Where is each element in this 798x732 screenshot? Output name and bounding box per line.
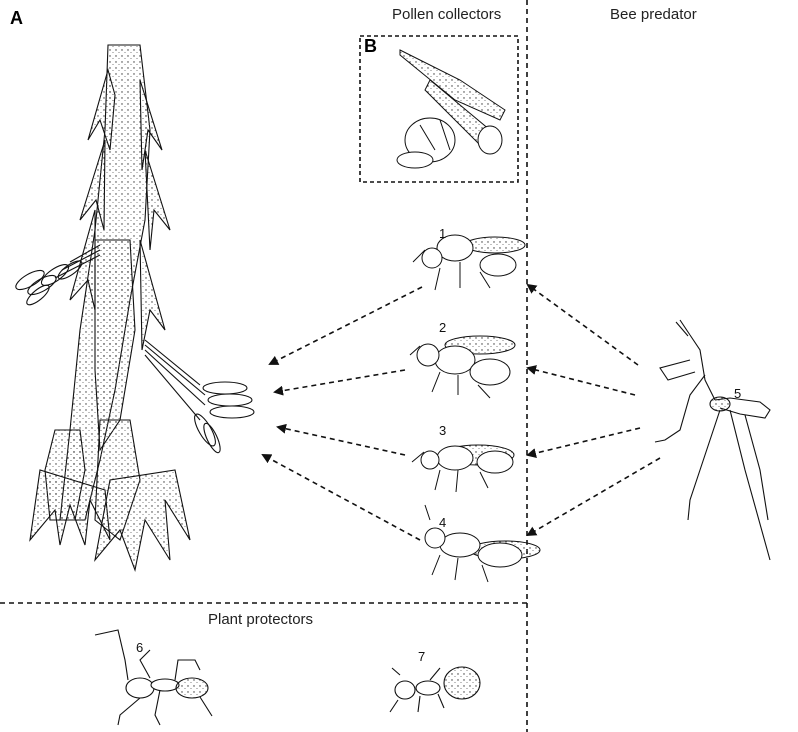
specimen-number-6: 6 — [136, 640, 144, 655]
specimen-number-5: 5 — [734, 386, 742, 401]
inset-bee-drawing — [396, 49, 506, 169]
panel-label-a: A — [10, 8, 23, 28]
arrow-mantis-bee3 — [526, 427, 641, 458]
arrow-mantis-bee4 — [526, 457, 661, 537]
bee-3-drawing — [411, 444, 515, 493]
arrow-bee1-plant — [268, 286, 423, 365]
panel-label-b: B — [364, 36, 377, 56]
arrows-mantis-to-bees — [526, 283, 661, 537]
section-title-bee-predator: Bee predator — [610, 6, 697, 23]
bee-2-drawing — [409, 335, 516, 399]
specimen-number-7: 7 — [418, 649, 426, 664]
bee-4-drawing — [424, 504, 541, 583]
arrows-bees-to-plant — [261, 286, 423, 541]
specimen-number-1: 1 — [439, 226, 447, 241]
inset-box-b — [359, 35, 519, 183]
ant-6-drawing — [94, 629, 213, 726]
arrow-bee2-plant — [273, 369, 406, 396]
section-title-plant-protectors: Plant protectors — [208, 611, 314, 628]
arrow-bee3-plant — [276, 423, 406, 456]
bee-1-drawing — [412, 234, 526, 291]
specimen-number-3: 3 — [439, 423, 447, 438]
specimen-number-4: 4 — [439, 515, 447, 530]
specimen-number-2: 2 — [439, 320, 447, 335]
ant-7-drawing — [389, 666, 481, 713]
arrow-mantis-bee1 — [526, 283, 639, 366]
arrow-bee4-plant — [261, 454, 421, 541]
section-title-pollen-collectors: Pollen collectors — [392, 6, 502, 23]
arrow-mantis-bee2 — [526, 365, 636, 396]
plant-drawing — [15, 44, 255, 572]
mantis-drawing — [654, 319, 771, 561]
